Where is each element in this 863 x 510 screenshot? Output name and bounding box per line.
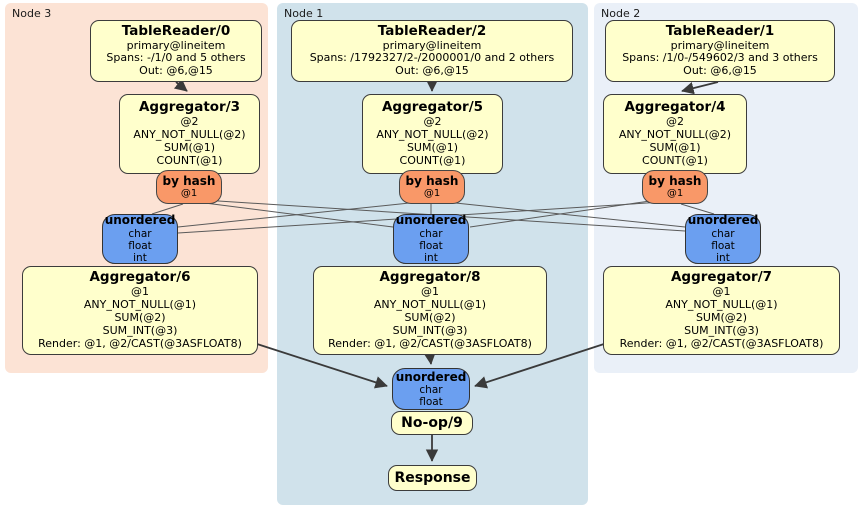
aggregator4-expr3: COUNT(@1) — [642, 153, 708, 167]
sync3-box: unordered char float int — [102, 213, 178, 265]
tablereader0-index: primary@lineitem — [126, 38, 226, 52]
aggregator6-expr2: SUM(@2) — [114, 310, 166, 324]
aggregator8-render: Render: @1, @2/CAST(@3ASFLOAT8) — [328, 336, 532, 350]
aggregator6-title: Aggregator/6 — [89, 269, 191, 286]
aggregator8-title: Aggregator/8 — [379, 269, 481, 286]
hash-router4: by hash @1 — [642, 170, 708, 204]
hash-router3: by hash @1 — [156, 170, 222, 204]
tablereader0-spans: Spans: -/1/0 and 5 others — [106, 51, 246, 65]
hash-router5-arg: @1 — [423, 188, 441, 200]
aggregator5-box: Aggregator/5 @2 ANY_NOT_NULL(@2) SUM(@1)… — [362, 94, 503, 174]
sync5-box: unordered char float int — [393, 213, 469, 265]
aggregator7-render: Render: @1, @2/CAST(@3ASFLOAT8) — [619, 336, 824, 350]
tablereader1-index: primary@lineitem — [670, 38, 770, 52]
tablereader2-box: TableReader/2 primary@lineitem Spans: /1… — [291, 20, 573, 82]
aggregator3-expr3: COUNT(@1) — [156, 153, 223, 167]
final-sync-title: unordered — [395, 369, 467, 384]
aggregator6-expr3: SUM_INT(@3) — [102, 323, 178, 337]
aggregator8-expr1: ANY_NOT_NULL(@1) — [373, 298, 487, 311]
sync4-box: unordered char float int — [685, 213, 761, 265]
hash-router3-arg: @1 — [180, 188, 198, 200]
aggregator8-expr3: SUM_INT(@3) — [392, 323, 468, 337]
response-title: Response — [394, 469, 471, 486]
sync3-title: unordered — [104, 213, 176, 228]
final-sync-type-char: char — [419, 383, 443, 396]
aggregator8-expr2: SUM(@2) — [404, 310, 456, 324]
sync4-type-float: float — [711, 239, 735, 252]
hash-router4-arg: @1 — [666, 188, 684, 200]
aggregator6-expr1: ANY_NOT_NULL(@1) — [83, 298, 197, 311]
region-label-node3: Node 3 — [12, 7, 52, 20]
tablereader2-index: primary@lineitem — [382, 38, 482, 52]
final-sync-type-float: float — [419, 396, 443, 409]
sync5-type-float: float — [419, 239, 443, 252]
noop-box: No-op/9 — [391, 411, 473, 435]
tablereader2-spans: Spans: /1792327/2-/2000001/0 and 2 other… — [309, 51, 555, 65]
sync3-type-float: float — [128, 239, 152, 252]
aggregator7-box: Aggregator/7 @1 ANY_NOT_NULL(@1) SUM(@2)… — [603, 266, 840, 355]
response-box: Response — [388, 465, 477, 491]
aggregator7-title: Aggregator/7 — [670, 269, 773, 286]
aggregator6-group: @1 — [131, 285, 149, 299]
hash-router5: by hash @1 — [399, 170, 465, 204]
aggregator7-group: @1 — [712, 285, 731, 299]
aggregator7-expr3: SUM_INT(@3) — [684, 323, 759, 337]
noop-title: No-op/9 — [401, 414, 463, 431]
aggregator3-expr2: SUM(@1) — [163, 140, 216, 154]
region-label-node2: Node 2 — [601, 7, 641, 20]
tablereader1-box: TableReader/1 primary@lineitem Spans: /1… — [605, 20, 835, 82]
sync5-type-int: int — [424, 252, 438, 265]
region-label-node1: Node 1 — [284, 7, 324, 20]
final-sync-box: unordered char float — [392, 368, 470, 410]
tablereader2-out: Out: @6,@15 — [395, 64, 469, 78]
tablereader1-out: Out: @6,@15 — [683, 64, 757, 78]
tablereader0-box: TableReader/0 primary@lineitem Spans: -/… — [90, 20, 262, 82]
aggregator4-box: Aggregator/4 @2 ANY_NOT_NULL(@2) SUM(@1)… — [603, 94, 747, 174]
sync3-type-char: char — [128, 227, 152, 240]
hash-router4-title: by hash — [648, 174, 702, 189]
sync5-type-char: char — [419, 227, 443, 240]
aggregator5-expr3: COUNT(@1) — [399, 153, 466, 167]
aggregator4-group: @2 — [666, 115, 684, 129]
hash-router5-title: by hash — [405, 174, 459, 189]
aggregator4-title: Aggregator/4 — [624, 99, 726, 116]
tablereader2-title: TableReader/2 — [377, 22, 487, 39]
tablereader1-title: TableReader/1 — [665, 22, 775, 39]
hash-router3-title: by hash — [162, 174, 216, 189]
tablereader0-out: Out: @6,@15 — [139, 64, 213, 78]
aggregator5-expr1: ANY_NOT_NULL(@2) — [376, 127, 489, 141]
aggregator5-expr2: SUM(@1) — [406, 140, 459, 154]
aggregator5-title: Aggregator/5 — [381, 99, 484, 116]
sync4-type-int: int — [716, 252, 730, 265]
sync3-type-int: int — [133, 252, 147, 265]
sync5-title: unordered — [395, 213, 467, 228]
tablereader1-spans: Spans: /1/0-/549602/3 and 3 others — [622, 51, 818, 65]
aggregator4-expr2: SUM(@1) — [649, 140, 701, 154]
tablereader0-title: TableReader/0 — [121, 22, 231, 39]
aggregator3-title: Aggregator/3 — [138, 99, 241, 116]
sync4-title: unordered — [687, 213, 759, 228]
aggregator4-expr1: ANY_NOT_NULL(@2) — [618, 127, 732, 141]
aggregator8-box: Aggregator/8 @1 ANY_NOT_NULL(@1) SUM(@2)… — [313, 266, 547, 355]
aggregator5-group: @2 — [423, 115, 442, 129]
aggregator3-expr1: ANY_NOT_NULL(@2) — [133, 127, 246, 141]
aggregator7-expr1: ANY_NOT_NULL(@1) — [665, 298, 778, 311]
aggregator6-box: Aggregator/6 @1 ANY_NOT_NULL(@1) SUM(@2)… — [22, 266, 258, 355]
aggregator3-box: Aggregator/3 @2 ANY_NOT_NULL(@2) SUM(@1)… — [119, 94, 260, 174]
sync4-type-char: char — [711, 227, 735, 240]
aggregator3-group: @2 — [180, 115, 199, 129]
aggregator7-expr2: SUM(@2) — [695, 310, 748, 324]
aggregator6-render: Render: @1, @2/CAST(@3ASFLOAT8) — [38, 336, 242, 350]
aggregator8-group: @1 — [421, 285, 439, 299]
